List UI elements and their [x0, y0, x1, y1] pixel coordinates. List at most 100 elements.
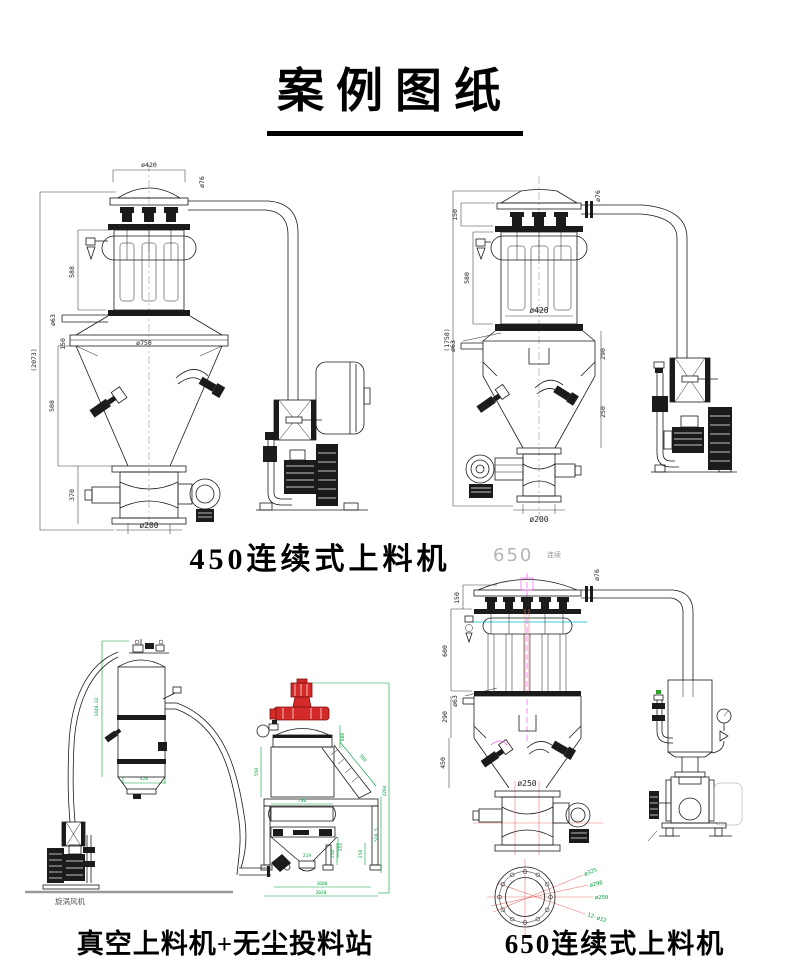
dim-label-inlet-dia: ø63	[49, 314, 57, 326]
dim-filter-height: 588	[68, 229, 112, 311]
station-green-dims: 550 800 560 2204 520.5 740 251 219 258 2…	[254, 682, 390, 897]
roots-blower	[647, 757, 743, 842]
suction-hose-left	[67, 651, 119, 823]
inlet-pipe: ø63	[49, 314, 108, 326]
dim-valve-height: 370	[68, 466, 79, 524]
dim-label-pipe-dia: ø76	[593, 569, 601, 581]
station-chute	[321, 744, 372, 799]
feed-hose	[526, 740, 577, 760]
dim-label-body-dia: ø420	[529, 306, 548, 315]
dim-label-lid-height: 150	[451, 209, 459, 221]
dim-label-pipe-dia: ø76	[594, 190, 602, 202]
caption-450-feeder: 450连续式上料机	[189, 543, 451, 576]
vacuum-pump	[651, 357, 737, 473]
dim-label-mid-height: 520.5	[374, 828, 380, 842]
dim-label-feeder-height: 1449.32	[94, 697, 100, 716]
dim-filter-height: 600	[441, 608, 472, 692]
dim-label-discharge: 219	[303, 853, 311, 859]
caption-650-feeder: 650连续式上料机	[504, 929, 726, 959]
dim-label-cone-height: 250	[599, 406, 607, 418]
fluidizing-wand	[476, 383, 511, 413]
dim-label-overall-height: 2204	[382, 785, 388, 796]
flange-label-ring3: ø250	[595, 895, 608, 901]
dim-label-total-height: (2073)	[30, 348, 38, 371]
rotary-valve	[84, 465, 221, 525]
filter-body: ø420	[495, 231, 583, 331]
dim-total-height: (2073)	[30, 191, 116, 531]
dim-label-chute-length: 560	[358, 753, 368, 763]
caption-station: 真空上料机+无尘投料站	[76, 929, 374, 959]
dim-label-cone-height: 450	[439, 757, 447, 769]
page-title: 案例图纸	[0, 52, 790, 136]
dim-total-height: (1758)	[443, 190, 521, 507]
vortex-blower	[42, 821, 100, 890]
hopper-cone: 250	[482, 375, 607, 449]
dim-label-base-width: 1600	[317, 881, 328, 887]
valve-green-cap	[656, 690, 661, 694]
drawing-station: 1449.32 420	[25, 595, 435, 925]
hopper-box: ø63 290	[441, 687, 582, 739]
dim-outlet-dia: ø200	[116, 521, 182, 534]
dim-label-filter-height: 588	[68, 266, 76, 278]
drawing-450b-feeder: 150 ø420 580 (1758)	[435, 148, 790, 548]
hopper-box: ø63 290	[449, 330, 607, 377]
drawing-450b-feeder-svg: 150 ø420 580 (1758)	[443, 176, 737, 524]
conveying-hose-right	[175, 702, 247, 876]
vacuum-blower	[256, 361, 371, 511]
dim-label-box-height: 290	[599, 348, 607, 360]
dim-feeder-green: 1449.32 420	[94, 640, 166, 784]
dim-label-top-height: 800	[340, 733, 346, 741]
station-frame	[260, 798, 382, 872]
dim-label-filter-height: 580	[463, 272, 471, 284]
rotary-valve	[472, 781, 603, 855]
dim-label-hopper-dia: ø750	[136, 339, 152, 347]
rotary-valve: ø200	[465, 447, 582, 524]
fluidizing-wand-left	[480, 738, 514, 768]
vacuum-hopper	[104, 639, 182, 799]
vacuum-pipe: ø76	[188, 176, 299, 400]
dim-label-cone-height: 508	[48, 400, 56, 412]
air-regulator	[85, 237, 108, 261]
motor-outline	[713, 782, 743, 826]
pump-filter-box	[652, 679, 732, 758]
dim-filter-height: 580	[463, 231, 493, 325]
drawing-450-feeder-svg: ø420 58	[30, 161, 371, 534]
dim-label-body-height: 550	[254, 768, 260, 776]
dim-label-valve-height: 370	[68, 489, 76, 501]
hopper-cone: 450 ø250	[439, 737, 582, 789]
dim-label-inlet-dia: ø63	[451, 695, 459, 707]
dim-label-leg-b: 258	[358, 850, 364, 858]
feed-hose	[534, 379, 579, 406]
air-regulator	[475, 238, 491, 261]
dim-label-feeder-width: 420	[140, 776, 148, 782]
station-vessel	[256, 720, 335, 798]
mounting-plate: ø750 150	[59, 315, 229, 350]
dim-cone-height: 508	[48, 345, 112, 467]
watermark-650: 650	[493, 545, 533, 566]
page-title-text: 案例图纸	[267, 52, 523, 136]
vacuum-pipe: ø76	[581, 190, 688, 358]
vacuum-pipe: ø76	[581, 569, 694, 680]
dim-label-drum-width: 740	[298, 798, 306, 804]
fluidizing-wand	[89, 386, 128, 418]
flange-label-ring1: ø325	[584, 867, 599, 878]
dim-label-station-cone: 251	[338, 843, 344, 851]
dim-label-outlet-dia: ø200	[139, 521, 158, 530]
dim-label-inlet-dia: ø63	[449, 340, 457, 352]
dim-label-lid-height: 150	[453, 592, 461, 604]
filter-tubes	[474, 609, 581, 696]
station-inlet-pipe	[239, 866, 271, 877]
blower-label: 旋涡风机	[55, 896, 85, 906]
dim-label-leg-a: 258	[330, 850, 336, 858]
feed-hose	[175, 369, 226, 398]
flange-label-ring2: ø290	[589, 880, 603, 889]
drawing-650-feeder-svg: 650 连续 150	[439, 545, 743, 935]
dim-label-outlet-dia: ø200	[529, 515, 548, 524]
dim-label-pipe-dia: ø76	[198, 176, 206, 188]
drawing-650-feeder: 650 连续 150	[435, 545, 790, 945]
wand-magenta-arc	[490, 740, 508, 746]
dim-lid-dia: ø420	[112, 161, 186, 182]
dim-label-lid-dia: ø420	[141, 161, 157, 169]
dim-label-filter-height: 600	[441, 645, 449, 657]
